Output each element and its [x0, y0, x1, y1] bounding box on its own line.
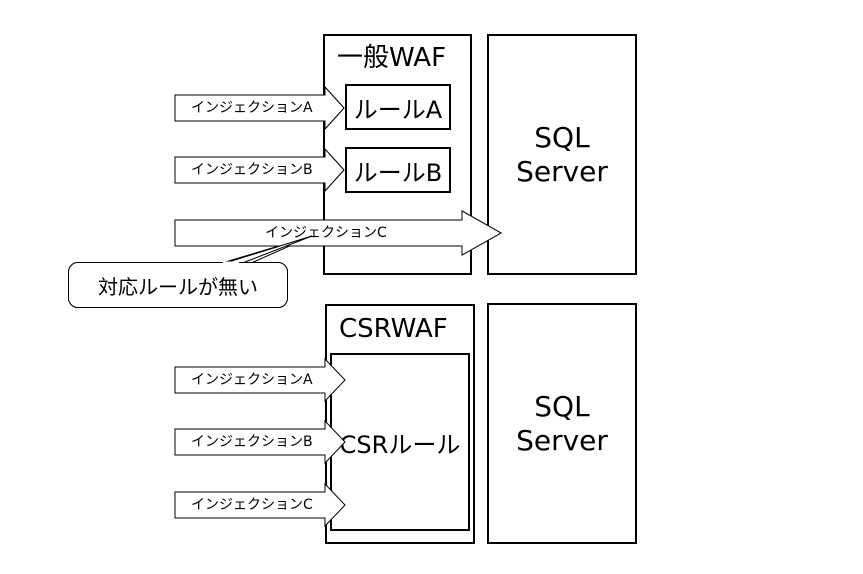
csr-rule-box: CSRルール	[330, 353, 470, 531]
sql-server-line1: SQL	[534, 120, 590, 154]
sql-server-line2-bottom: Server	[516, 423, 608, 457]
injection-a-label-top-overlay: インジェクションA	[191, 100, 313, 116]
sql-server-box-top: SQL Server	[487, 34, 637, 275]
csr-waf-title: CSRWAF	[339, 314, 448, 344]
general-waf-title: 一般WAF	[337, 43, 447, 73]
callout-bubble-top: 対応ルールが無い	[68, 262, 288, 308]
injection-c-label-bottom: インジェクションC	[191, 497, 313, 513]
sql-server-line1-bottom: SQL	[534, 389, 590, 423]
rule-b-box: ルールB	[345, 147, 451, 193]
sql-server-line2: Server	[516, 154, 608, 188]
injection-c-label-top-overlay: インジェクションC	[265, 225, 387, 241]
injection-b-label-bottom: インジェクションB	[191, 434, 313, 450]
csr-rule-label: CSRルール	[339, 430, 461, 459]
rule-a-label: ルールA	[353, 95, 443, 124]
injection-a-label-bottom: インジェクションA	[191, 372, 313, 388]
rule-b-label: ルールB	[353, 158, 443, 187]
injection-b-label-top-overlay: インジェクションB	[191, 162, 313, 178]
rule-a-box: ルールA	[345, 84, 451, 130]
sql-server-box-bottom: SQL Server	[487, 303, 637, 544]
callout-text-top: 対応ルールが無い	[98, 274, 258, 299]
